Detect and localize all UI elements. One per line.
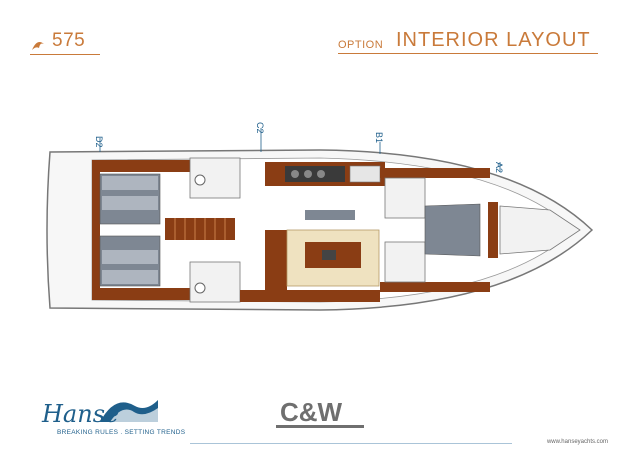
- aft-wood-bottom: [92, 288, 212, 300]
- section-label-b1: B1: [374, 132, 384, 143]
- wave-icon: [32, 42, 44, 50]
- hanse-wave-icon: [100, 400, 158, 422]
- fwd-wood-bottom: [380, 282, 490, 292]
- aft-wood-top: [92, 160, 212, 172]
- footer-divider: [190, 443, 512, 444]
- cw-logo: C&W: [276, 397, 364, 428]
- owner-berth: [424, 203, 481, 257]
- hanse-logo: Hanse BREAKING RULES . SETTING TRENDS: [30, 392, 190, 442]
- section-label-d2: D2: [94, 136, 104, 148]
- model-badge: 575: [30, 30, 100, 56]
- section-label-c2: C2: [255, 122, 265, 134]
- companionway-stairs: [165, 218, 235, 240]
- page-title: INTERIOR LAYOUT: [396, 29, 591, 51]
- saloon-sole-wood: [240, 290, 380, 302]
- brand-name: Hanse: [42, 400, 120, 428]
- interior-layout-plan: D2 C2 B1 A2: [46, 122, 594, 311]
- saloon-seating: [265, 210, 380, 290]
- forepeak-bulkhead: [488, 202, 498, 258]
- cw-logo-text: C&W: [280, 397, 343, 427]
- model-number: 575: [52, 30, 86, 51]
- model-underline: [30, 54, 100, 55]
- option-label: OPTION: [338, 39, 384, 51]
- aft-head-bottom: [189, 261, 241, 303]
- fwd-wood-top: [380, 168, 490, 178]
- title-underline: [338, 53, 598, 54]
- brand-tagline: BREAKING RULES . SETTING TRENDS: [57, 429, 186, 436]
- fwd-head-bottom: [384, 241, 426, 283]
- website-url: www.hanseyachts.com: [546, 439, 608, 445]
- section-label-a2: A2: [494, 162, 504, 173]
- fwd-head-top: [384, 177, 426, 219]
